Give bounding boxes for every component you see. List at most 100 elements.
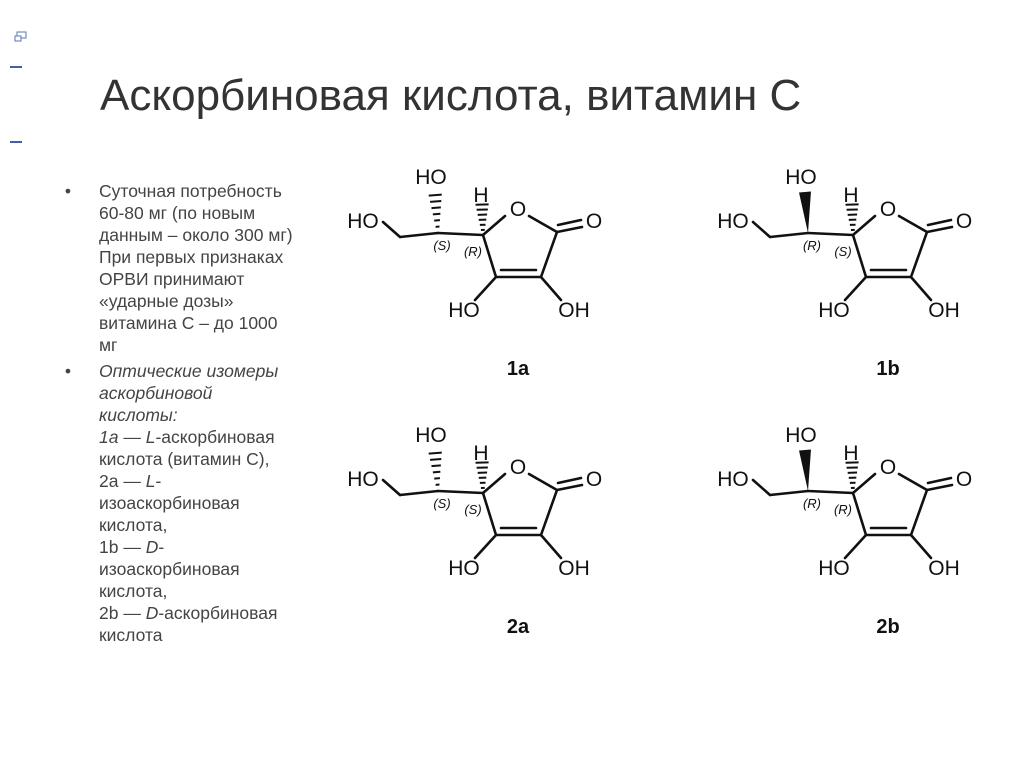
bullet-line: 2a — L- xyxy=(99,470,360,492)
compound-label: 1a xyxy=(507,358,530,380)
ho-label: HO xyxy=(785,424,817,447)
bullet-line-segment: витамина С – до 1000 xyxy=(99,313,278,333)
bond xyxy=(481,491,498,537)
bullet-line-segment: - xyxy=(158,537,165,557)
h-label: H xyxy=(843,442,858,465)
bond xyxy=(481,472,507,495)
bond xyxy=(555,225,584,234)
ho-label: HO xyxy=(717,210,749,233)
nav-next-link[interactable] xyxy=(10,141,22,143)
hash-stroke xyxy=(430,458,442,461)
bullet-line-segment: При первых признаках xyxy=(99,247,284,267)
stereo-descriptor-c4: (R) xyxy=(464,244,482,259)
wedge-bond xyxy=(799,191,811,233)
ho-label: HO xyxy=(347,468,379,491)
hash-stroke xyxy=(428,193,442,197)
hash-stroke xyxy=(430,200,442,203)
bullet-dot: • xyxy=(64,181,72,201)
bond xyxy=(768,489,810,497)
bullet-line-segment: 2a — xyxy=(99,471,146,491)
bond xyxy=(381,478,402,497)
bullet-line-segment: - xyxy=(155,471,162,491)
hash-stroke xyxy=(432,470,441,474)
bullet-line: 1a — L-аскорбиновая xyxy=(99,426,360,448)
nav-prev-link[interactable] xyxy=(10,66,22,68)
compound-label: 2b xyxy=(876,616,899,638)
compound-label: 1b xyxy=(876,358,899,380)
double-bond xyxy=(926,476,953,485)
bullet-line-segment: Суточная потребность xyxy=(99,181,282,201)
bond xyxy=(909,230,929,279)
bullet-line: мг xyxy=(99,334,360,356)
bullet-line-segment: кислота, xyxy=(99,515,168,535)
compound-label: 2a xyxy=(507,616,530,638)
o-label: O xyxy=(586,468,602,491)
ho-label: HO xyxy=(448,557,480,580)
o-label: O xyxy=(586,210,602,233)
stereo-descriptor-c4: (S) xyxy=(464,502,481,517)
bullet-line: изоаскорбиновая xyxy=(99,558,360,580)
bullet-line-segment: аскорбиновой xyxy=(99,383,213,403)
bullet-line-segment: кислота, xyxy=(99,581,168,601)
bond xyxy=(806,231,855,237)
stereo-descriptor-c5: (S) xyxy=(433,496,450,511)
bond xyxy=(806,489,855,495)
bullet-line: витамина С – до 1000 xyxy=(99,312,360,334)
bullet-line: «ударные дозы» xyxy=(99,290,360,312)
bullet-line-segment: мг xyxy=(99,335,118,355)
hash-bond xyxy=(475,203,489,231)
bond xyxy=(768,231,810,239)
bond xyxy=(843,533,868,560)
bullet-line: кислота, xyxy=(99,580,360,602)
stereo-descriptor-c4: (R) xyxy=(834,502,852,517)
bullet-line-segment: кислота xyxy=(99,625,163,645)
bullet-line: кислоты: xyxy=(99,404,360,426)
bullet-line-segment: D xyxy=(145,537,159,557)
bullet-line-segment: L xyxy=(145,471,156,491)
bullet-line-segment: 60-80 мг (по новым xyxy=(99,203,256,223)
bond xyxy=(897,472,929,492)
h-label: H xyxy=(473,184,488,207)
bullet-line: ОРВИ принимают xyxy=(99,268,360,290)
bond xyxy=(527,472,559,492)
ho-label: HO xyxy=(415,424,447,447)
bullet-line: кислота xyxy=(99,624,360,646)
bullet-line: кислота (витамин С), xyxy=(99,448,360,470)
bullet-line: изоаскорбиновая xyxy=(99,492,360,514)
bond xyxy=(751,478,772,497)
hash-bond xyxy=(845,461,859,489)
hash-bond xyxy=(845,203,859,231)
hash-stroke xyxy=(432,212,441,216)
bond xyxy=(851,233,868,279)
bond xyxy=(481,214,507,237)
hash-stroke xyxy=(428,451,442,455)
bond xyxy=(539,275,563,302)
bond xyxy=(539,488,559,537)
ho-label: HO xyxy=(818,557,850,580)
ho-label: HO xyxy=(415,166,447,189)
bond xyxy=(851,214,877,237)
bullet-line-segment: «ударные дозы» xyxy=(99,291,234,311)
bond xyxy=(527,214,559,234)
bullet-line: аскорбиновой xyxy=(99,382,360,404)
ho-label: HO xyxy=(818,299,850,322)
nav-toggle-icon[interactable] xyxy=(14,30,28,42)
oh-label: OH xyxy=(928,299,960,322)
bond xyxy=(539,533,563,560)
stereo-descriptor-c5: (R) xyxy=(803,238,821,253)
bullet-line: Оптические изомеры xyxy=(99,360,360,382)
bond xyxy=(897,214,929,234)
bullet-line: 60-80 мг (по новым xyxy=(99,202,360,224)
bullet-line-segment: данным – около 300 мг) xyxy=(99,225,293,245)
bond xyxy=(843,275,868,302)
oh-label: OH xyxy=(558,557,590,580)
hash-bond xyxy=(428,451,442,486)
bond xyxy=(473,275,498,302)
bullet-line-segment: Оптические изомеры xyxy=(99,361,279,381)
bullet-line-segment: D xyxy=(145,603,159,623)
bullet-line: 2b — D-аскорбиновая xyxy=(99,602,360,624)
